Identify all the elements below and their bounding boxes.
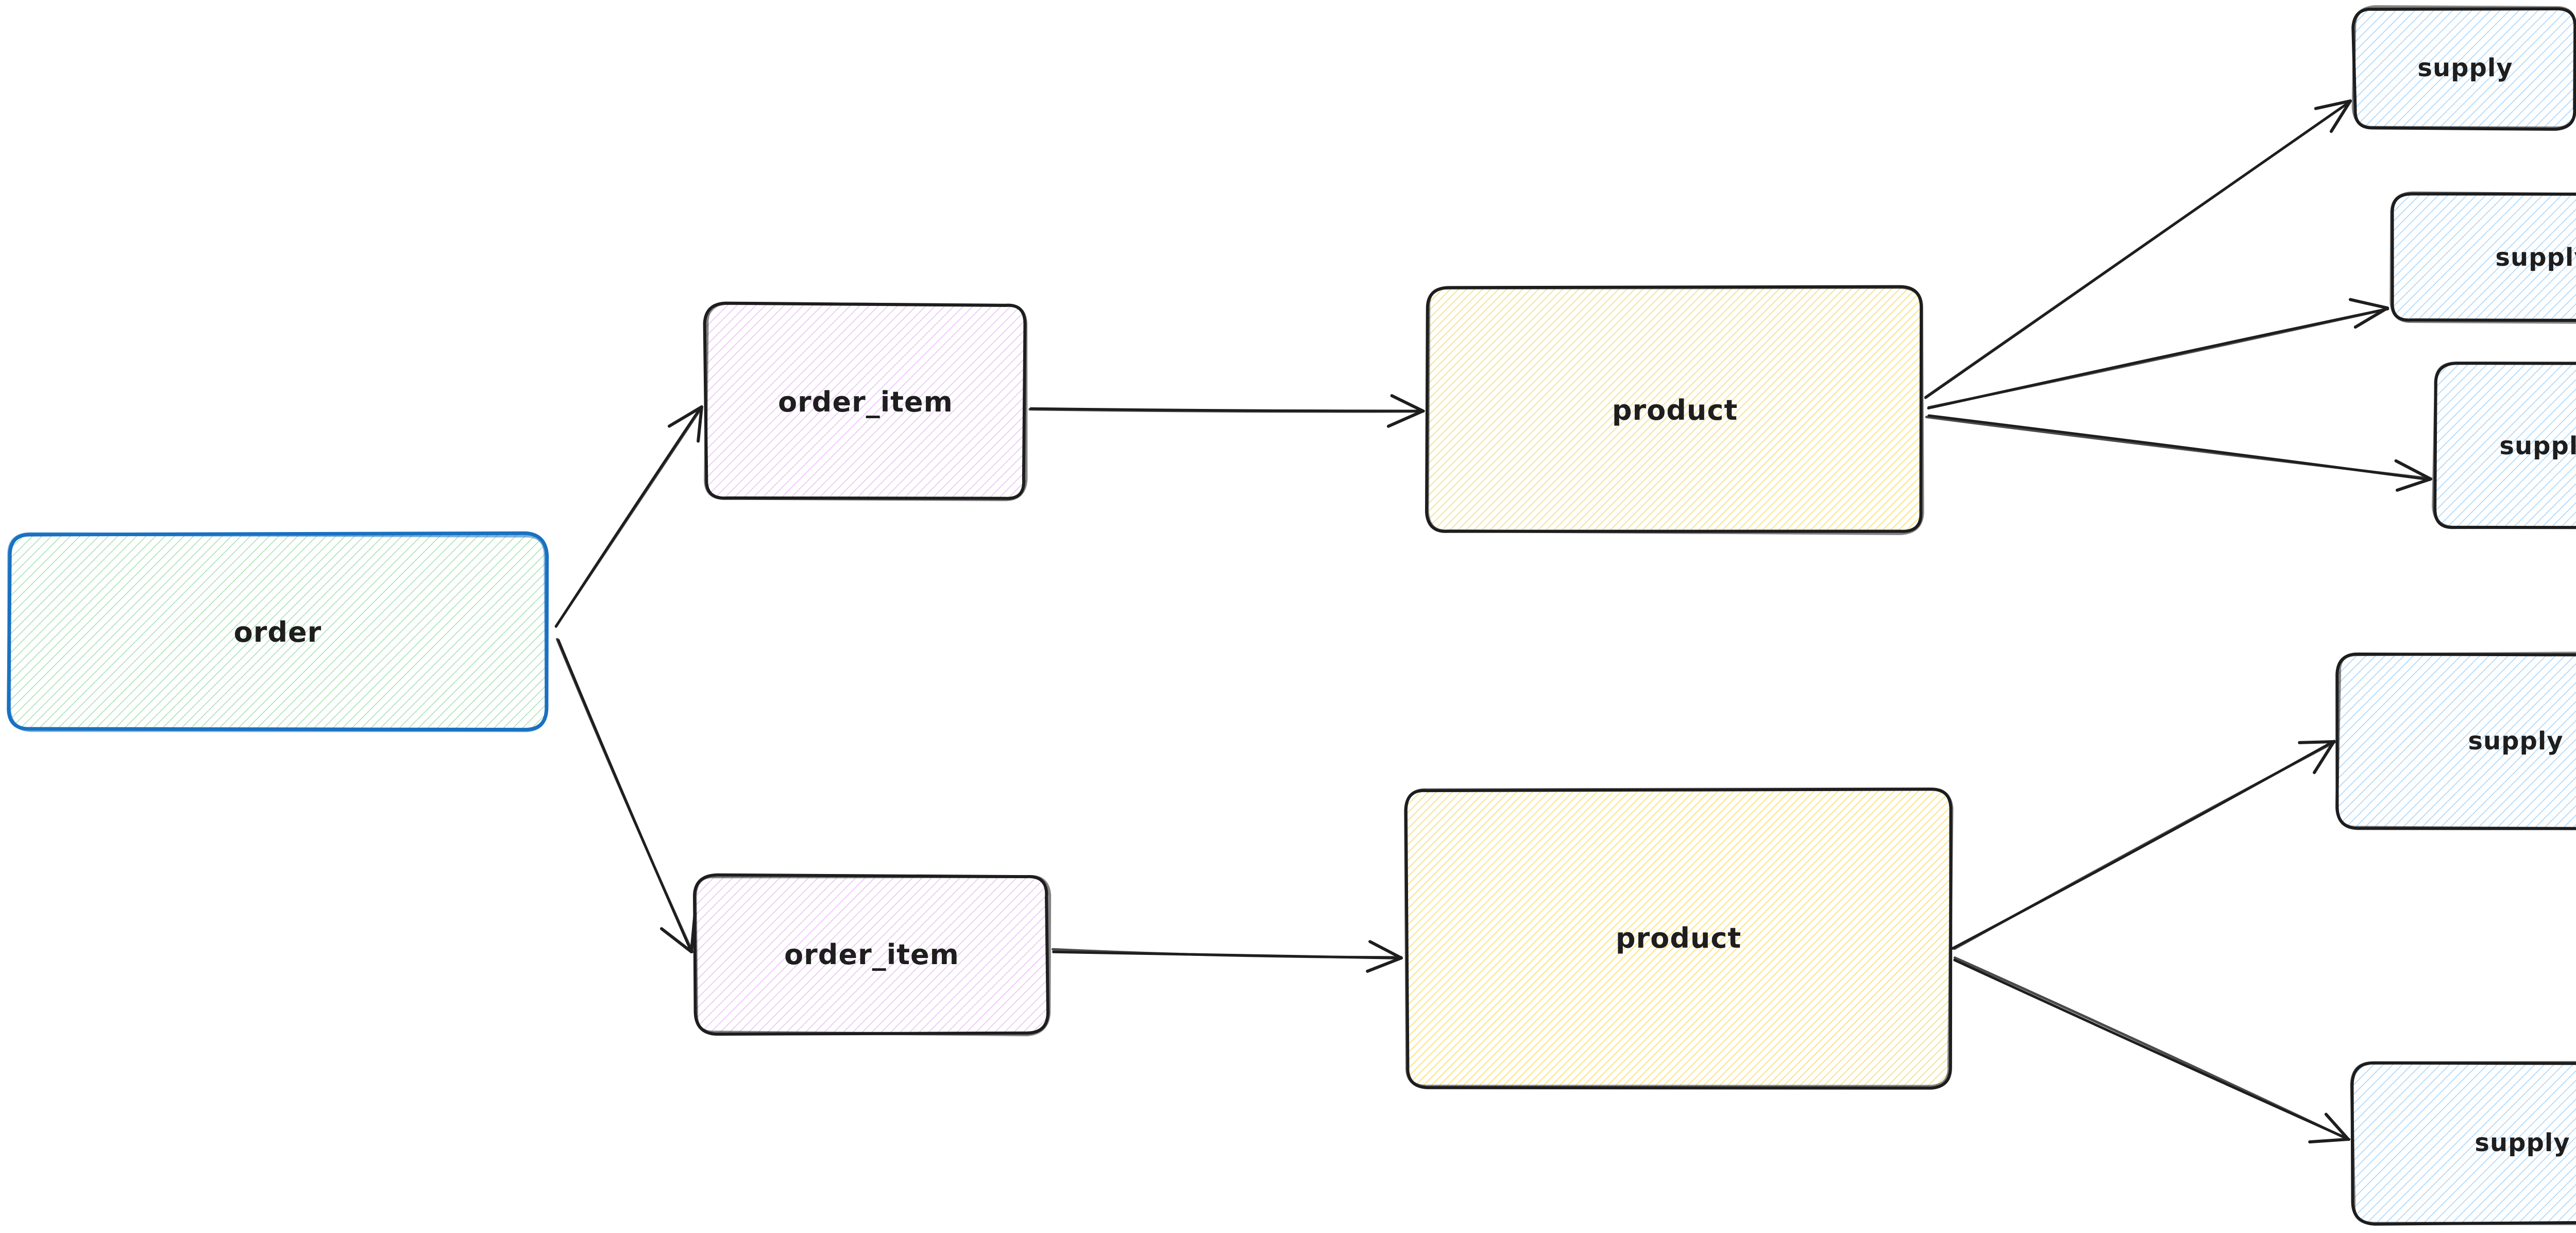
node-order_item_2[interactable] <box>693 873 1052 1036</box>
node-outline <box>1404 787 1954 1088</box>
edge-line <box>1924 100 2351 399</box>
edge-line <box>1953 956 2350 1141</box>
node-fill <box>2352 1063 2576 1223</box>
node-fill <box>695 875 1049 1033</box>
edge-line <box>555 638 694 953</box>
node-outline <box>2350 1060 2576 1225</box>
node-supply_3[interactable] <box>2432 362 2576 529</box>
node-order[interactable] <box>7 531 549 732</box>
shape-layer <box>7 5 2576 1226</box>
arrowhead-prong <box>2308 1138 2350 1144</box>
arrowhead-prong <box>697 405 703 443</box>
node-outline <box>693 875 1052 1036</box>
edge-order-to-order_item_2 <box>555 638 697 953</box>
arrowhead-prong <box>659 927 693 953</box>
arrowhead-prong <box>2324 1112 2350 1141</box>
node-fill <box>2391 193 2576 322</box>
node-fill <box>705 303 1026 499</box>
arrowhead-prong <box>1366 956 1403 973</box>
edge-product_2-to-supply_5 <box>1953 956 2351 1144</box>
node-fill <box>2337 654 2576 829</box>
node-outline <box>1426 285 1924 535</box>
edge-product_2-to-supply_4 <box>1951 740 2336 950</box>
node-product_2[interactable] <box>1404 787 1954 1090</box>
edge-order_item_1-to-product_1 <box>1028 394 1425 428</box>
arrowhead-prong <box>2329 99 2352 133</box>
arrowhead-prong <box>1386 409 1425 428</box>
arrowhead-prong <box>2314 99 2352 110</box>
node-supply_4[interactable] <box>2335 652 2576 830</box>
arrowhead-prong <box>2313 740 2335 775</box>
node-outline <box>2335 652 2576 830</box>
arrowhead-prong <box>2353 306 2389 329</box>
node-fill <box>2434 363 2576 529</box>
arrowhead-prong <box>2298 740 2335 744</box>
edge-line <box>1953 741 2336 950</box>
edge-layer <box>554 99 2432 1144</box>
node-product_1[interactable] <box>1425 285 1924 535</box>
node-outline <box>2389 191 2576 324</box>
node-supply_1[interactable] <box>2351 5 2576 131</box>
edge-line <box>1927 307 2389 409</box>
arrowhead-prong <box>2395 477 2432 492</box>
node-fill <box>1428 287 1922 532</box>
edge-line <box>555 405 703 627</box>
edge-order_item_2-to-product_2 <box>1052 940 1403 973</box>
edge-product_1-to-supply_2 <box>1927 298 2389 409</box>
node-outline <box>7 532 549 732</box>
edge-order-to-order_item_1 <box>554 405 703 628</box>
node-supply_2[interactable] <box>2389 191 2576 324</box>
arrowhead-prong <box>2348 298 2389 310</box>
arrowhead-prong <box>667 405 703 428</box>
edge-line <box>1925 416 2432 480</box>
node-fill <box>2354 9 2576 129</box>
arrowhead-prong <box>1390 394 1425 413</box>
node-outline <box>2432 362 2576 529</box>
node-outline <box>2351 5 2576 130</box>
edge-product_1-to-supply_1 <box>1924 99 2352 399</box>
node-supply_5[interactable] <box>2350 1060 2576 1226</box>
node-outline <box>704 301 1028 502</box>
arrowhead-prong <box>1368 940 1403 960</box>
node-fill <box>10 534 547 730</box>
node-order_item_1[interactable] <box>703 301 1028 502</box>
edge-line <box>1052 948 1403 959</box>
arrowhead-prong <box>2394 459 2432 481</box>
node-fill <box>1405 788 1951 1087</box>
edge-product_1-to-supply_3 <box>1925 414 2432 492</box>
edge-line <box>1028 408 1425 413</box>
